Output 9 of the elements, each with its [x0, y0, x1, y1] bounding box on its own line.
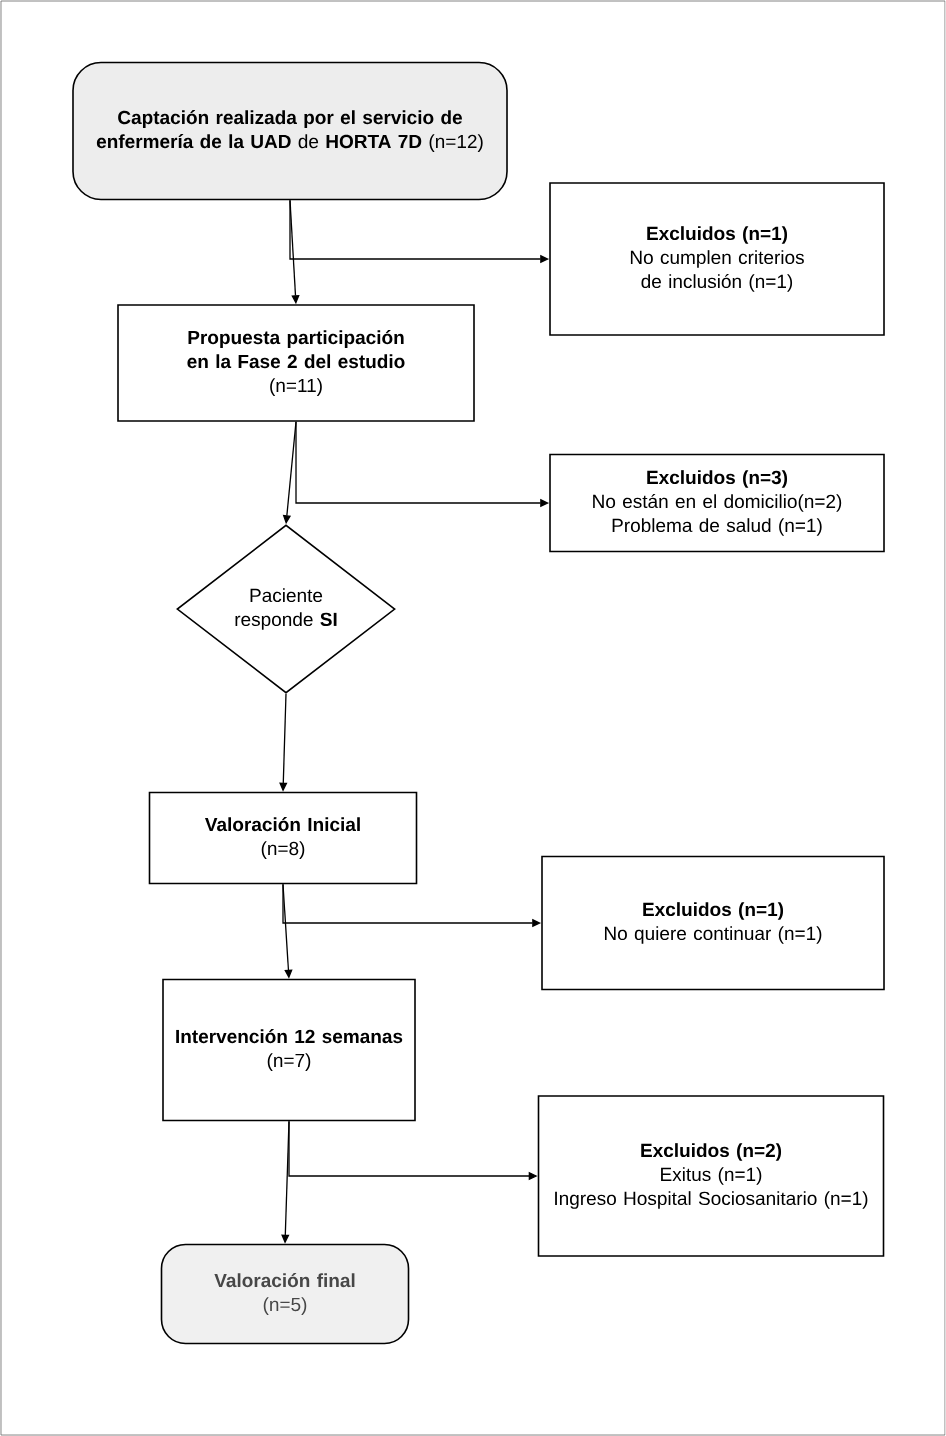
exclusion-box: Excluidos (n=3) No están en el domicilio(n=2) Problema de salud (n=1) [549, 453, 885, 553]
process-box: Valoración Inicial (n=8) [148, 791, 418, 885]
end-box: Valoración final (n=5) [160, 1243, 410, 1345]
process-box: Propuesta participación en la Fase 2 del estudio (n=11) [117, 304, 475, 422]
exclusion-box: Excluidos (n=2) Exitus (n=1) Ingreso Hospital Sociosanitario (n=1) [537, 1095, 885, 1257]
process-box: Intervención 12 semanas (n=7) [162, 978, 416, 1122]
start-box: Captación realizada por el servicio de enfermería de la UAD de HORTA 7D (n=12) [72, 61, 508, 201]
exclusion-box: Excluidos (n=1) No quiere continuar (n=1) [541, 855, 885, 991]
exclusion-box: Excluidos (n=1) No cumplen criterios de inclusión (n=1) [549, 182, 885, 336]
